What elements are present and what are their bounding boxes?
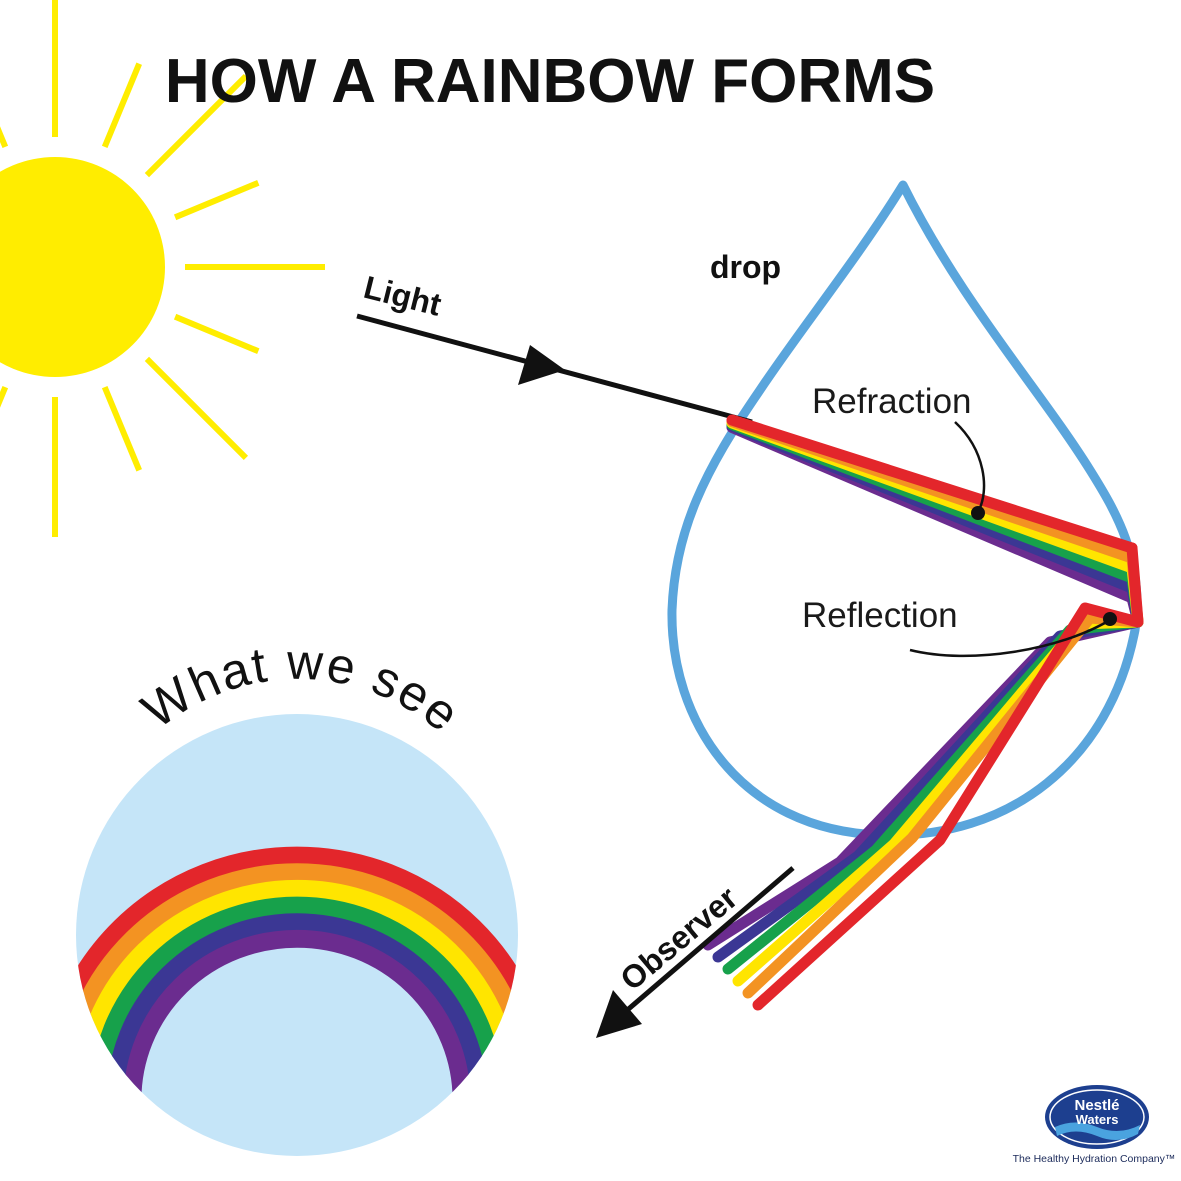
rainbow-arc-orange [76,863,518,1101]
rainbow-arc-blue [106,913,488,1101]
sun-rays [0,0,325,537]
observer-arrow [596,866,795,1038]
sun-ray [101,62,142,149]
svg-text:Nestlé: Nestlé [1074,1097,1119,1114]
rainbow-arc-violet [123,929,471,1101]
page-title: HOW A RAINBOW FORMS [165,47,935,116]
reflection-leader [909,618,1111,658]
sun-ray [0,385,9,408]
incoming-light-ray [356,313,753,425]
svg-text:Waters: Waters [1076,1112,1119,1127]
reflected-ray-red [752,542,1144,1011]
refracted-ray-red [726,414,1138,554]
spectrum-ribbons [702,414,1144,1011]
sun-ray [0,126,9,149]
arrow-down-left-icon [596,990,642,1038]
refraction-point [971,506,985,520]
sun-ray [173,180,260,221]
sun-ray [144,356,249,461]
reflection-label: Reflection [802,596,958,635]
sun-ray [101,385,142,472]
rainbow-arc-yellow [76,879,518,1101]
sun-disc [0,157,165,377]
sun-icon [0,0,325,537]
drop-label: drop [710,249,781,285]
sun-ray [173,313,260,354]
nestle-waters-logo-icon: Nestlé Waters [1045,1085,1149,1149]
light-label: Light [360,269,445,323]
sun-ray [144,73,249,178]
logo-tagline: The Healthy Hydration Company™ [1013,1153,1176,1165]
arrow-right-icon [518,345,565,385]
rainbow-arc-green [89,896,505,1101]
what-we-see-view: What we see [76,634,518,1156]
reflected-ray-violet [702,592,1144,951]
reflection-point [1103,612,1117,626]
refraction-label: Refraction [812,382,972,421]
refraction-leader [954,421,986,513]
